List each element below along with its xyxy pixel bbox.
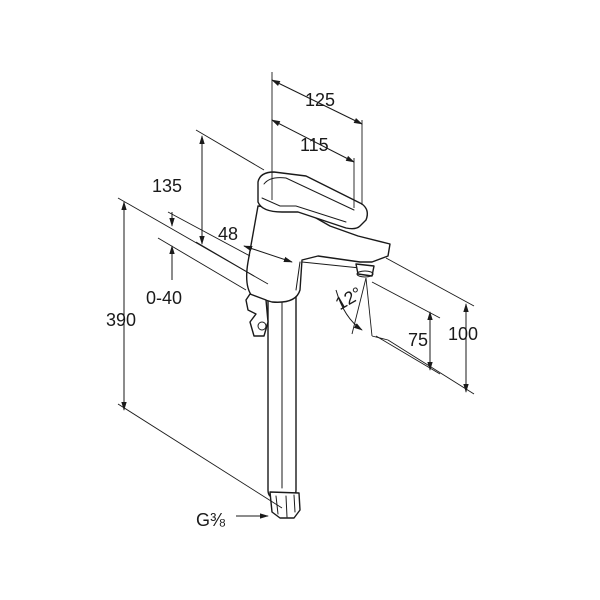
dimension-390-label: 390 — [106, 310, 136, 330]
dimension-135: 135 — [152, 129, 265, 277]
faucet-body — [245, 171, 391, 519]
dimension-0-40-label: 0-40 — [146, 288, 182, 308]
dimension-0-40: 0-40 — [146, 211, 251, 308]
dimension-100: 100 — [385, 257, 478, 395]
connection-thread: G⅜ — [196, 510, 269, 530]
popup-rod-bracket — [245, 293, 269, 337]
connection-thread-label: G⅜ — [196, 510, 226, 530]
dimension-48-label: 48 — [218, 224, 238, 244]
dimension-115: 115 — [271, 119, 355, 208]
connector-nut — [269, 491, 301, 519]
dimension-135-label: 135 — [152, 176, 182, 196]
angle-12-label: 12° — [332, 283, 366, 314]
dimension-75-label: 75 — [408, 330, 428, 350]
dimension-100-label: 100 — [448, 324, 478, 344]
lever-handle — [257, 171, 369, 230]
dimension-75: 75 — [371, 281, 441, 375]
aerator — [355, 263, 375, 277]
faucet-column — [245, 205, 391, 303]
dimension-390: 390 — [106, 197, 283, 509]
dimension-48: 48 — [218, 224, 293, 263]
angle-12: 12° — [332, 277, 389, 341]
dimension-115-label: 115 — [300, 135, 329, 155]
dimension-125-label: 125 — [305, 90, 335, 110]
